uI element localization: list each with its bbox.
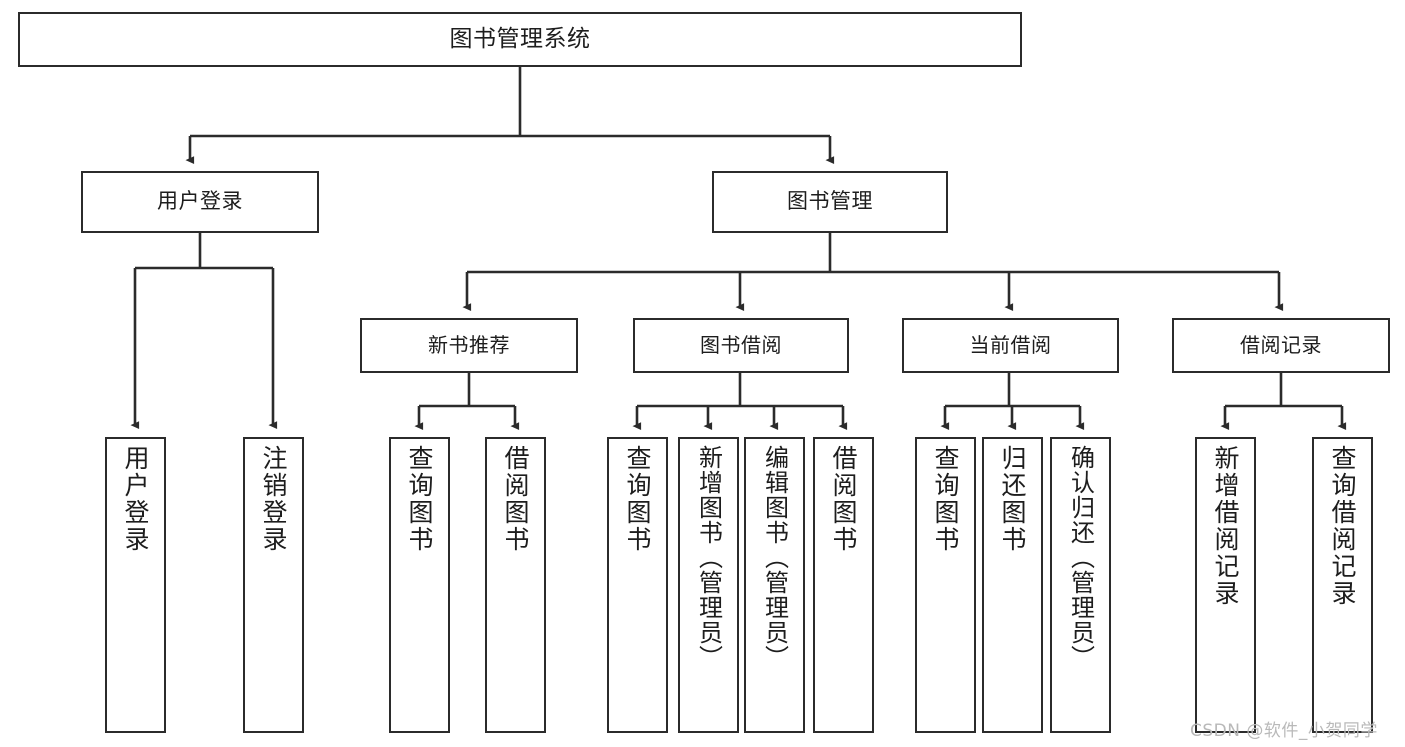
node-leaf-borrow-book-2-label: 借阅图书 (829, 445, 858, 553)
node-user-login-label: 用户登录 (157, 189, 243, 214)
node-leaf-edit-book[interactable]: 编辑图书（管理员） (744, 437, 805, 733)
node-leaf-edit-book-label: 编辑图书（管理员） (760, 445, 789, 670)
node-leaf-user-login-label: 用户登录 (121, 445, 150, 553)
node-leaf-add-book-label: 新增图书（管理员） (694, 445, 723, 670)
node-user-login[interactable]: 用户登录 (81, 171, 319, 233)
node-leaf-query-record-label: 查询借阅记录 (1328, 445, 1357, 607)
node-leaf-query-book-1-label: 查询图书 (405, 445, 434, 553)
node-leaf-return-book-label: 归还图书 (998, 445, 1027, 553)
node-leaf-confirm-return[interactable]: 确认归还（管理员） (1050, 437, 1111, 733)
node-leaf-query-record[interactable]: 查询借阅记录 (1312, 437, 1373, 733)
node-leaf-borrow-book-1-label: 借阅图书 (501, 445, 530, 553)
node-leaf-borrow-book-1[interactable]: 借阅图书 (485, 437, 546, 733)
node-book-borrow-label: 图书借阅 (700, 333, 782, 358)
node-new-book-recommend-label: 新书推荐 (428, 333, 510, 358)
node-book-management-label: 图书管理 (787, 189, 873, 214)
node-book-management[interactable]: 图书管理 (712, 171, 948, 233)
node-leaf-query-book-3-label: 查询图书 (931, 445, 960, 553)
node-leaf-query-book-3[interactable]: 查询图书 (915, 437, 976, 733)
node-leaf-query-book-2-label: 查询图书 (623, 445, 652, 553)
node-leaf-query-book-2[interactable]: 查询图书 (607, 437, 668, 733)
node-new-book-recommend[interactable]: 新书推荐 (360, 318, 578, 373)
node-leaf-return-book[interactable]: 归还图书 (982, 437, 1043, 733)
node-leaf-logout-label: 注销登录 (259, 445, 288, 553)
node-leaf-query-book-1[interactable]: 查询图书 (389, 437, 450, 733)
node-borrow-record[interactable]: 借阅记录 (1172, 318, 1390, 373)
node-leaf-user-login[interactable]: 用户登录 (105, 437, 166, 733)
node-root-label: 图书管理系统 (449, 25, 591, 52)
node-current-borrow[interactable]: 当前借阅 (902, 318, 1119, 373)
node-leaf-add-book[interactable]: 新增图书（管理员） (678, 437, 739, 733)
node-leaf-confirm-return-label: 确认归还（管理员） (1066, 445, 1095, 670)
node-borrow-record-label: 借阅记录 (1240, 333, 1322, 358)
node-leaf-borrow-book-2[interactable]: 借阅图书 (813, 437, 874, 733)
node-leaf-add-record[interactable]: 新增借阅记录 (1195, 437, 1256, 733)
node-book-borrow[interactable]: 图书借阅 (633, 318, 849, 373)
node-leaf-add-record-label: 新增借阅记录 (1211, 445, 1240, 607)
node-current-borrow-label: 当前借阅 (969, 333, 1052, 358)
node-root[interactable]: 图书管理系统 (18, 12, 1022, 67)
node-leaf-logout[interactable]: 注销登录 (243, 437, 304, 733)
